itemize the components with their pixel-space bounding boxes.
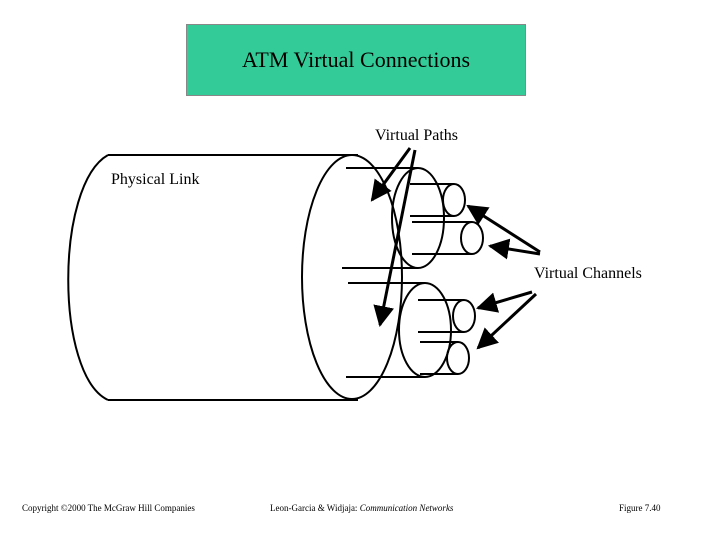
virtual-channels-label: Virtual Channels xyxy=(534,265,642,282)
title-box: ATM Virtual Connections xyxy=(186,24,526,96)
virtual-channels-arrow-1 xyxy=(466,204,541,254)
virtual-paths-arrow-1 xyxy=(370,147,412,202)
virtual-paths-label: Virtual Paths xyxy=(375,127,459,144)
physical-link-label: Physical Link xyxy=(111,171,200,188)
virtual-path-lower xyxy=(346,282,452,378)
diagram-title: ATM Virtual Connections xyxy=(241,47,471,72)
virtual-channel-1 xyxy=(410,183,466,217)
footer-citation: Leon-Garcia & Widjaja: Communication Net… xyxy=(270,503,453,513)
footer-figure: Figure 7.40 xyxy=(619,503,661,513)
virtual-channel-3 xyxy=(418,299,476,333)
virtual-channel-4 xyxy=(420,341,470,375)
footer-authors: Leon-Garcia & Widjaja: xyxy=(270,503,358,513)
footer-book-title: Communication Networks xyxy=(359,503,454,513)
virtual-channels-arrow-2 xyxy=(487,238,541,260)
virtual-path-upper xyxy=(342,167,445,269)
virtual-channels-arrow-4 xyxy=(476,292,538,350)
physical-link-cable xyxy=(67,154,403,401)
footer-copyright: Copyright ©2000 The McGraw Hill Companie… xyxy=(22,503,195,513)
virtual-channels-arrow-3 xyxy=(475,290,533,313)
virtual-paths-arrow-2 xyxy=(373,149,417,328)
virtual-channel-2 xyxy=(412,221,484,255)
